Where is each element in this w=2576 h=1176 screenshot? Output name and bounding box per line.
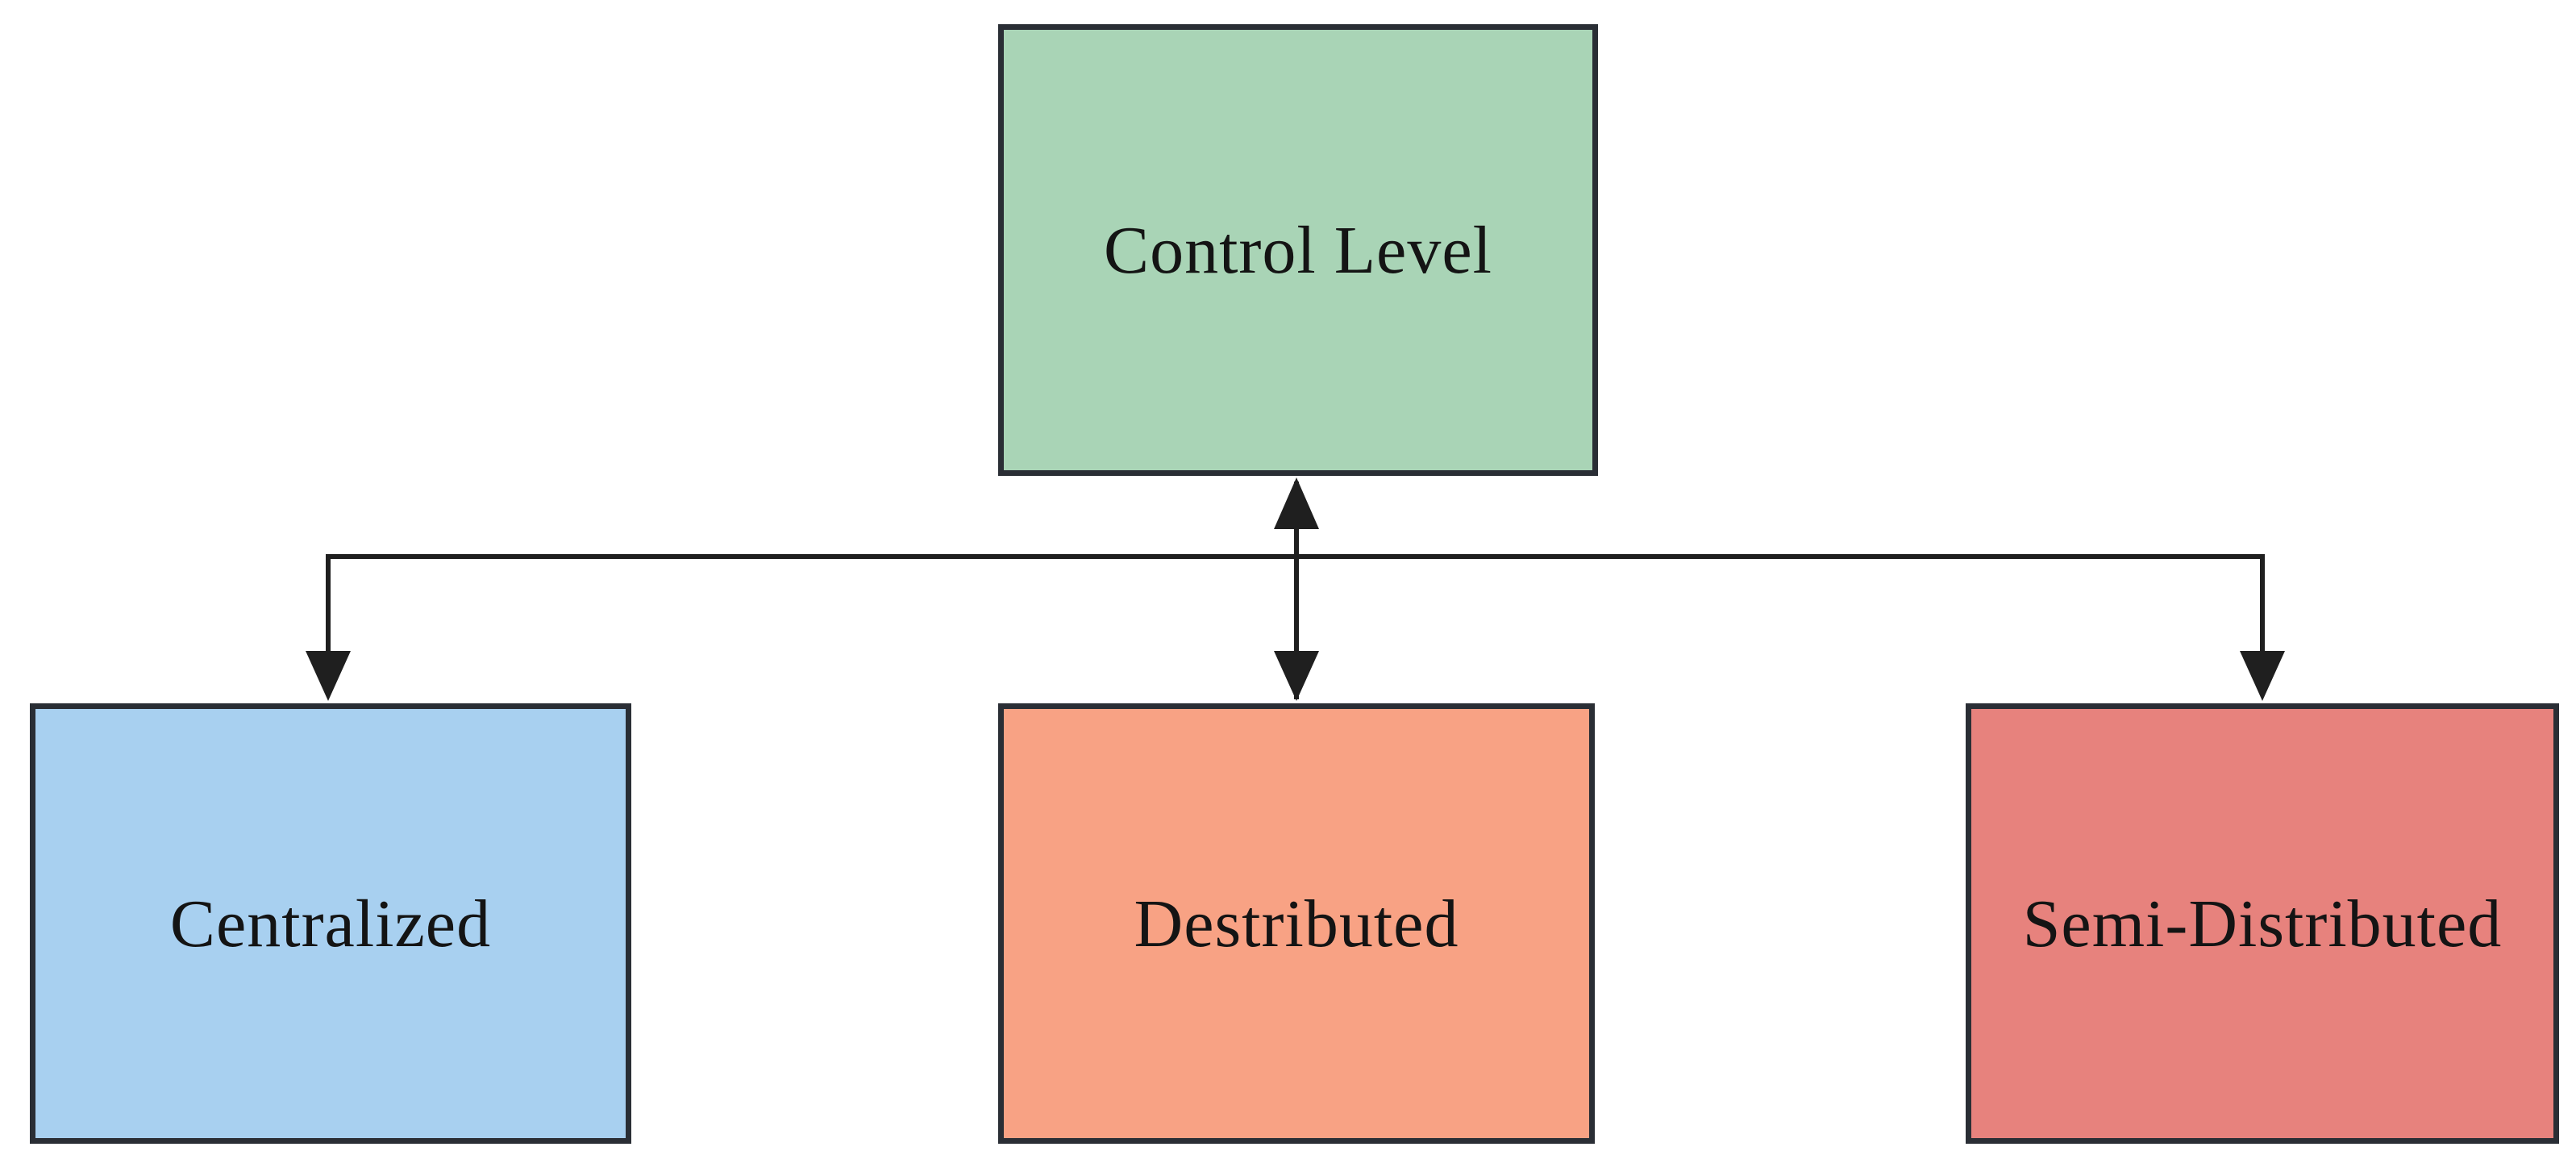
node-label: Semi-Distributed	[2022, 886, 2503, 961]
node-label: Centralized	[169, 886, 492, 961]
node-semi-distributed: Semi-Distributed	[1966, 703, 2559, 1144]
node-label: Destributed	[1134, 886, 1459, 961]
node-centralized: Centralized	[30, 703, 631, 1144]
arrow-down-icon	[306, 651, 351, 701]
arrow-up-icon	[1274, 477, 1319, 529]
node-label: Control Level	[1104, 212, 1492, 288]
node-control-level: Control Level	[998, 24, 1598, 476]
arrow-down-icon	[1274, 651, 1319, 701]
arrow-down-icon	[2240, 651, 2285, 701]
node-destributed: Destributed	[998, 703, 1595, 1144]
